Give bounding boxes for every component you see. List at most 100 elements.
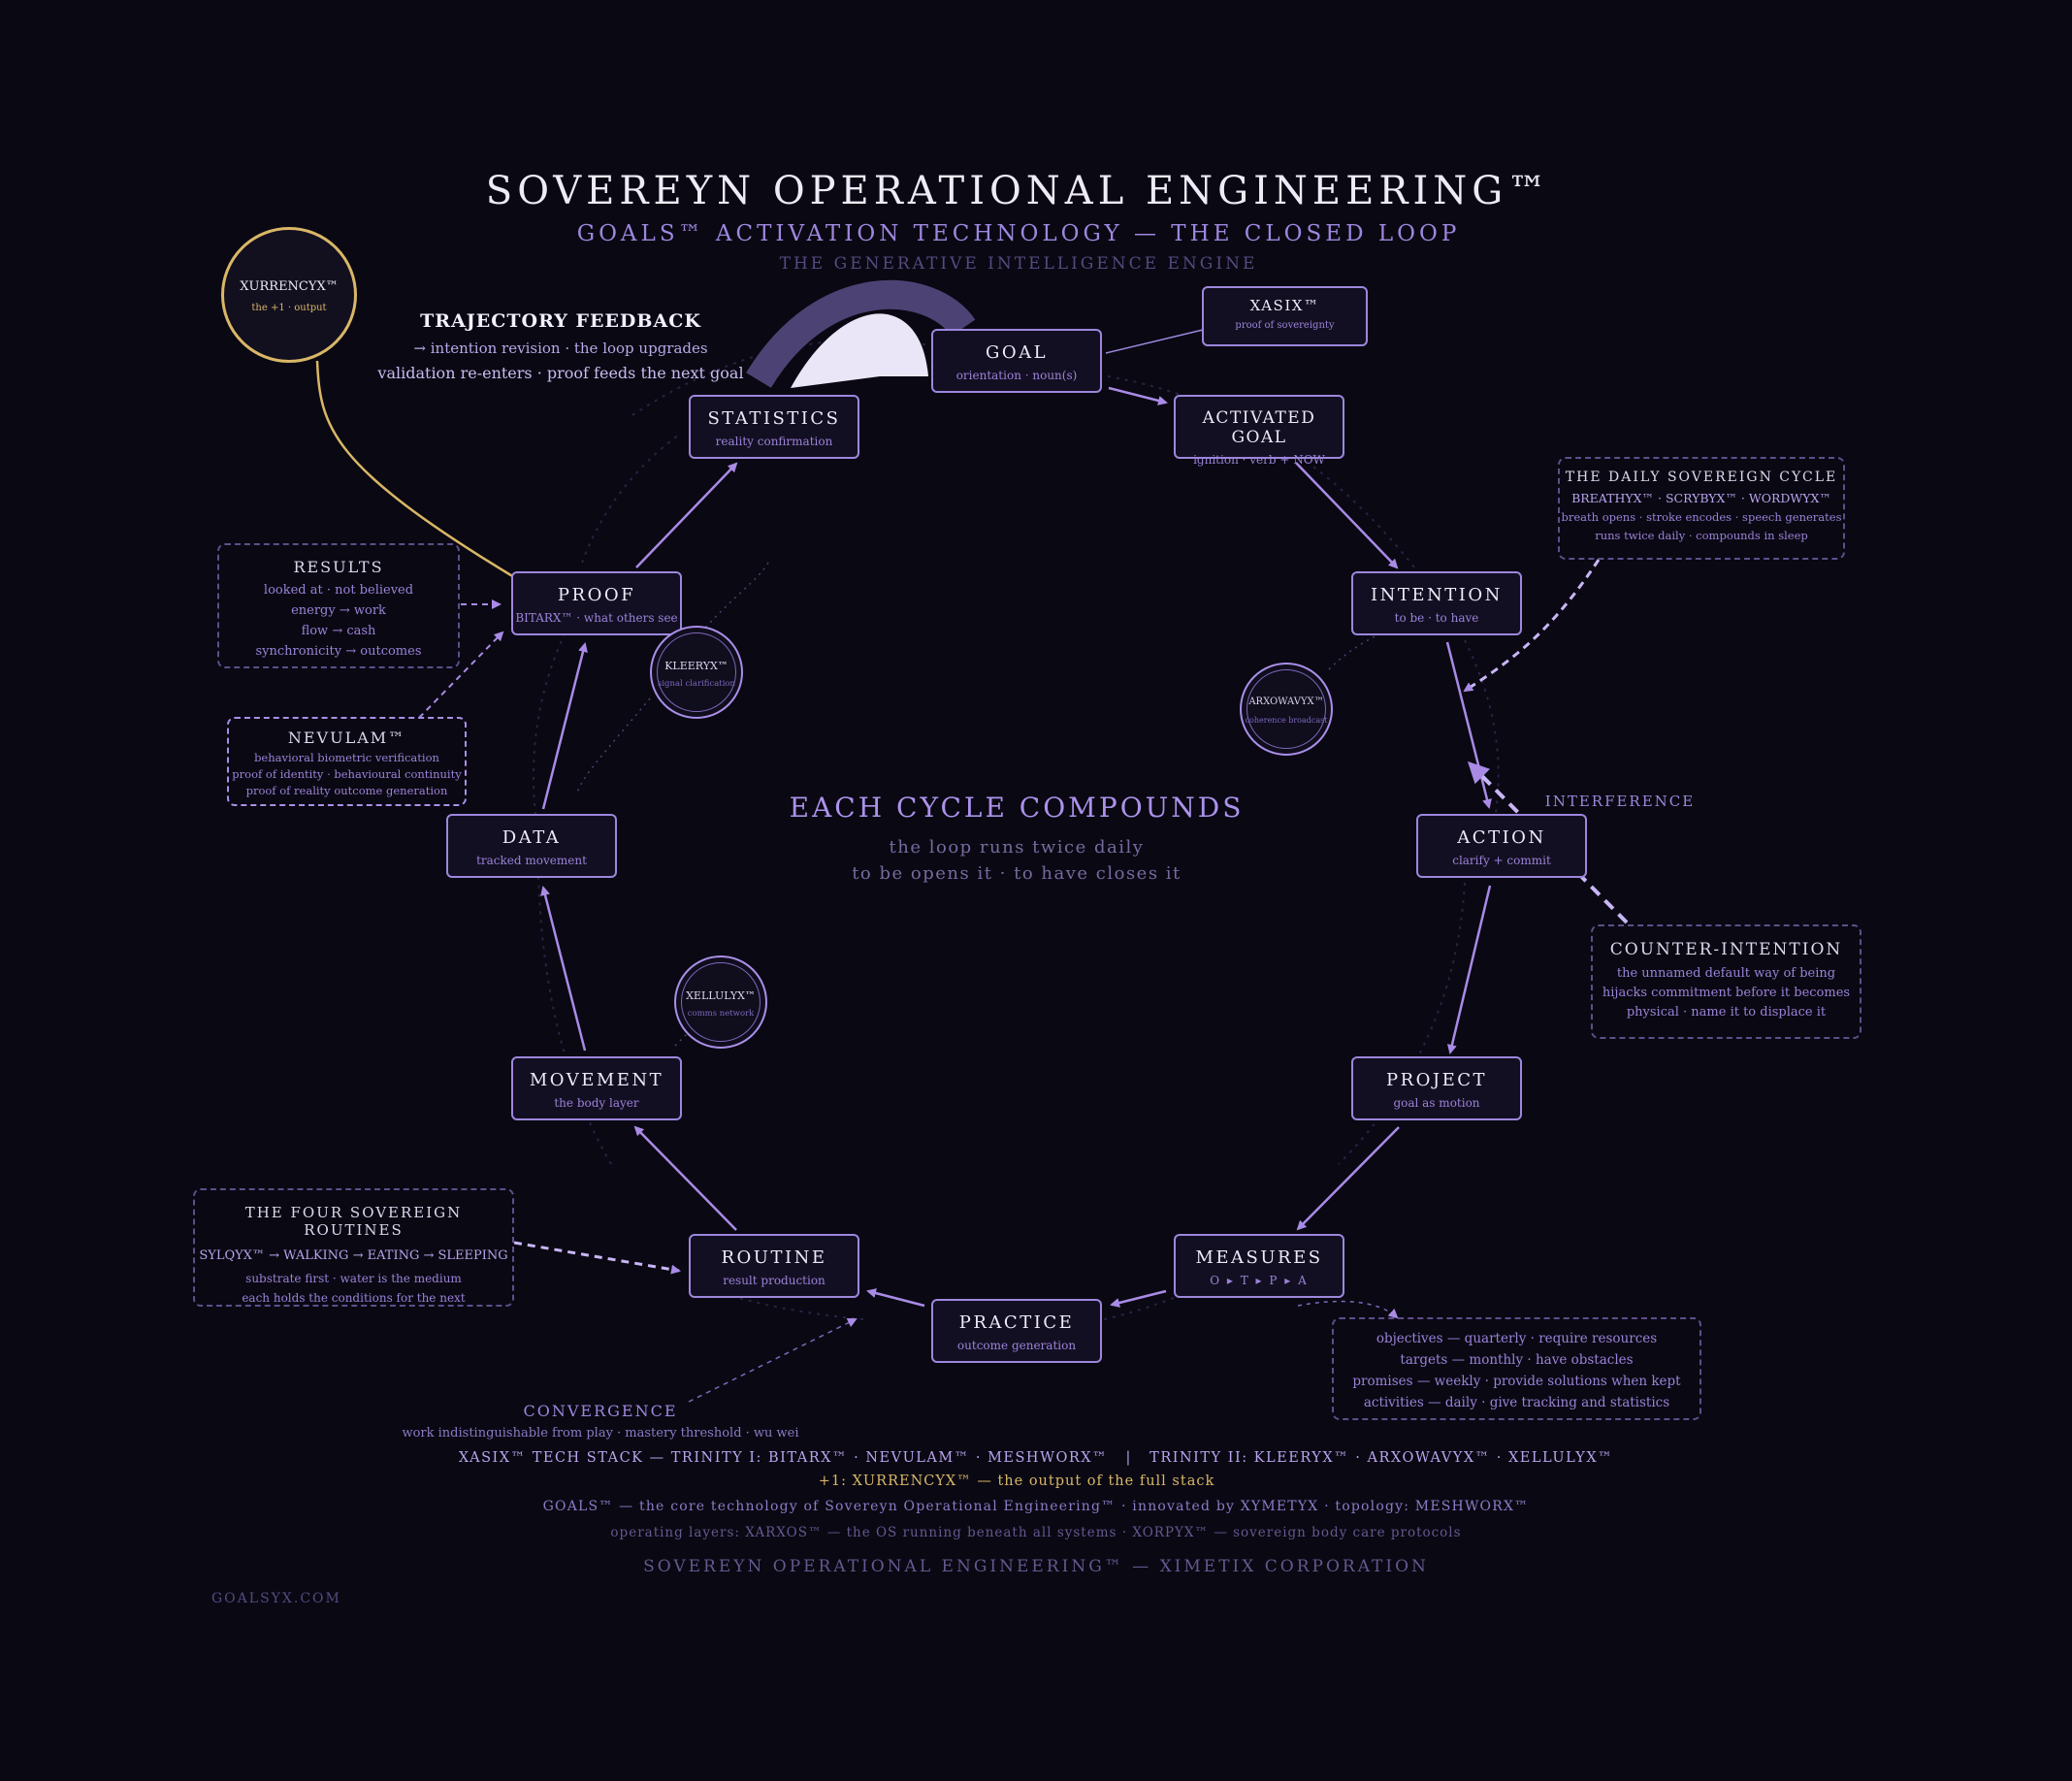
routines-box: THE FOUR SOVEREIGN ROUTINES SYLQYX™ → WA… [193,1188,514,1307]
measures-detail-arrow [1297,1300,1399,1319]
node-activated-goal[interactable]: ACTIVATED GOAL ignition · verb + NOW [1174,395,1344,467]
convergence-title: CONVERGENCE [523,1402,678,1420]
xellulyx-circle: XELLULYX™ comms network [674,955,767,1049]
node-statistics-title: STATISTICS [707,408,841,429]
arrow-routine-movement [633,1125,737,1231]
xasix-box: XASIX™ proof of sovereignty [1202,286,1368,346]
site-url[interactable]: GOALSYX.COM [211,1591,341,1606]
node-data-title: DATA [502,827,562,848]
counter-line-2: hijacks commitment before it becomes [1602,986,1851,1000]
results-line-2: energy → work [291,603,386,618]
node-measures-title: MEASURES [1195,1247,1323,1268]
routines-arrow [513,1241,681,1275]
background-loop [533,339,1500,1327]
xasix-connector [1105,329,1204,354]
xurrencyx-circle: XURRENCYX™ the +1 · output [221,227,357,363]
xurrencyx-line [315,360,515,579]
footer-corporation: SOVEREYN OPERATIONAL ENGINEERING™ — XIME… [643,1557,1429,1576]
measures-detail-box: objectives — quarterly · require resourc… [1332,1317,1701,1420]
node-proof-title: PROOF [557,585,636,605]
page-tagline: THE GENERATIVE INTELLIGENCE ENGINE [779,254,1258,274]
footer-core: GOALS™ — the core technology of Sovereyn… [542,1499,1530,1514]
daily-cycle-line-1: BREATHYX™ · SCRYBYX™ · WORDWYX™ [1571,491,1831,505]
arxowavyx-sub: coherence broadcast [1245,716,1328,725]
arrow-project-measures [1296,1126,1400,1231]
node-data[interactable]: DATA tracked movement [446,814,617,878]
daily-cycle-arrow [1463,559,1601,693]
nevulam-arrow [418,631,504,719]
arrow-data-proof [541,642,588,810]
node-goal[interactable]: GOAL orientation · noun(s) [931,329,1102,393]
node-action-subtitle: clarify + commit [1452,854,1551,867]
trajectory-line-1: → intention revision · the loop upgrades [413,340,708,357]
node-intention-title: INTENTION [1371,585,1503,605]
page-title: SOVEREYN OPERATIONAL ENGINEERING™ [485,169,1552,213]
nevulam-title: NEVULAM™ [287,729,406,747]
node-project[interactable]: PROJECT goal as motion [1351,1056,1522,1120]
interference-arrow [1467,761,1629,924]
interference-label: INTERFERENCE [1544,793,1696,810]
arrow-goal-activated [1108,386,1168,405]
node-practice-title: PRACTICE [958,1312,1075,1333]
node-practice[interactable]: PRACTICE outcome generation [931,1299,1102,1363]
node-intention[interactable]: INTENTION to be · to have [1351,571,1522,635]
trajectory-arc-inner [791,313,928,388]
center-line-2: to be opens it · to have closes it [852,863,1182,884]
results-line-1: looked at · not believed [263,583,414,598]
convergence-sub: work indistinguishable from play · maste… [402,1426,799,1441]
measures-detail-1: objectives — quarterly · require resourc… [1376,1331,1658,1346]
xasix-subtitle: proof of sovereignty [1235,320,1335,331]
node-statistics[interactable]: STATISTICS reality confirmation [689,395,859,459]
routines-title: THE FOUR SOVEREIGN ROUTINES [244,1204,463,1239]
node-routine[interactable]: ROUTINE result production [689,1234,859,1298]
node-action-title: ACTION [1457,827,1546,848]
counter-line-3: physical · name it to displace it [1626,1005,1827,1020]
node-statistics-subtitle: reality confirmation [715,435,833,448]
convergence-arrow [688,1318,858,1403]
node-activated-goal-title: ACTIVATED GOAL [1202,408,1316,447]
node-measures-subtitle: O ▸ T ▸ P ▸ A [1210,1274,1309,1287]
routines-line-2: substrate first · water is the medium [245,1272,462,1285]
xellulyx-sub: comms network [687,1009,755,1019]
arrow-measures-practice [1110,1289,1167,1308]
node-movement[interactable]: MOVEMENT the body layer [511,1056,682,1120]
xasix-title: XASIX™ [1249,297,1320,314]
counter-intention-title: COUNTER-INTENTION [1609,940,1843,959]
node-routine-title: ROUTINE [721,1247,827,1268]
measures-detail-4: activities — daily · give tracking and s… [1363,1395,1670,1410]
measures-detail-3: promises — weekly · provide solutions wh… [1352,1374,1681,1389]
xurrencyx-sub: the +1 · output [251,303,327,313]
node-project-title: PROJECT [1385,1070,1488,1090]
trajectory-arc-outer [746,279,976,388]
routines-line-1: SYLQYX™ → WALKING → EATING → SLEEPING [199,1248,508,1263]
arrow-proof-statistics [635,462,738,568]
arrow-practice-routine [866,1288,925,1308]
center-title: EACH CYCLE COMPOUNDS [789,792,1245,824]
node-action[interactable]: ACTION clarify + commit [1416,814,1587,878]
results-title: RESULTS [293,558,384,576]
nevulam-line-3: proof of reality outcome generation [245,784,448,797]
center-line-1: the loop runs twice daily [889,837,1145,858]
kleeryx-circle: KLEERYX™ signal clarification [650,626,743,719]
results-line-4: synchronicity → outcomes [255,644,422,659]
arrow-movement-data [540,886,587,1052]
node-activated-goal-subtitle: ignition · verb + NOW [1193,453,1325,467]
routines-line-3: each holds the conditions for the next [242,1291,466,1305]
results-line-3: flow → cash [301,624,376,638]
node-practice-subtitle: outcome generation [956,1339,1077,1352]
arrow-action-project [1446,885,1492,1054]
trajectory-line-2: validation re-enters · proof feeds the n… [377,364,744,382]
page-subtitle: GOALS™ ACTIVATION TECHNOLOGY — THE CLOSE… [576,221,1461,246]
node-measures[interactable]: MEASURES O ▸ T ▸ P ▸ A [1174,1234,1344,1298]
daily-cycle-box: THE DAILY SOVEREIGN CYCLE BREATHYX™ · SC… [1558,457,1845,560]
trajectory-title: TRAJECTORY FEEDBACK [420,310,701,332]
nevulam-line-1: behavioral biometric verification [254,751,439,764]
node-goal-title: GOAL [985,342,1049,363]
arxowavyx-name: ARXOWAVYX™ [1248,696,1324,707]
node-intention-subtitle: to be · to have [1394,611,1479,625]
node-proof[interactable]: PROOF BITARX™ · what others see [511,571,682,635]
daily-cycle-title: THE DAILY SOVEREIGN CYCLE [1565,470,1838,485]
arrow-intention-action [1445,641,1492,809]
counter-intention-box: COUNTER-INTENTION the unnamed default wa… [1591,924,1862,1039]
